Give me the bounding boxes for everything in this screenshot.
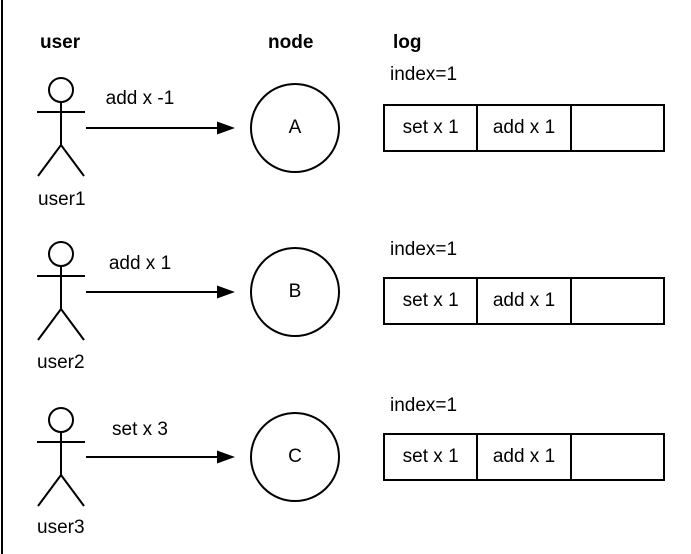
stick-figure-icon bbox=[37, 241, 85, 341]
node-label: B bbox=[288, 281, 302, 302]
message-label: add x 1 bbox=[108, 253, 172, 274]
stick-figure-icon bbox=[37, 407, 85, 507]
log-cell: set x 1 bbox=[385, 106, 479, 150]
node-label: A bbox=[288, 117, 302, 138]
node-column-header: node bbox=[268, 32, 314, 53]
log-cell: set x 1 bbox=[385, 435, 479, 479]
log-table: set x 1 add x 1 bbox=[383, 433, 665, 481]
node-circle: C bbox=[250, 412, 340, 502]
log-cell: add x 1 bbox=[478, 279, 572, 323]
user-label: user3 bbox=[37, 517, 85, 538]
log-cell bbox=[572, 106, 663, 150]
user-label: user1 bbox=[38, 189, 86, 210]
request-arrow-icon bbox=[86, 121, 235, 135]
request-arrow-icon bbox=[86, 450, 235, 464]
frame-border-left bbox=[1, 0, 3, 554]
log-cell: add x 1 bbox=[478, 435, 572, 479]
message-label: set x 3 bbox=[112, 419, 168, 440]
user-column-header: user bbox=[40, 32, 81, 53]
stick-figure-icon bbox=[37, 77, 85, 177]
log-cell: set x 1 bbox=[385, 279, 479, 323]
message-label: add x -1 bbox=[105, 88, 175, 109]
log-index-label: index=1 bbox=[390, 239, 458, 260]
log-column-header: log bbox=[393, 32, 422, 53]
log-table: set x 1 add x 1 bbox=[383, 277, 665, 325]
log-index-label: index=1 bbox=[390, 64, 458, 85]
node-circle: B bbox=[250, 247, 340, 337]
log-table: set x 1 add x 1 bbox=[383, 104, 665, 152]
log-cell bbox=[572, 435, 663, 479]
user-label: user2 bbox=[37, 352, 85, 373]
node-label: C bbox=[288, 446, 302, 467]
node-circle: A bbox=[250, 83, 340, 173]
log-index-label: index=1 bbox=[390, 395, 458, 416]
request-arrow-icon bbox=[86, 285, 235, 299]
log-cell bbox=[572, 279, 663, 323]
log-cell: add x 1 bbox=[478, 106, 572, 150]
